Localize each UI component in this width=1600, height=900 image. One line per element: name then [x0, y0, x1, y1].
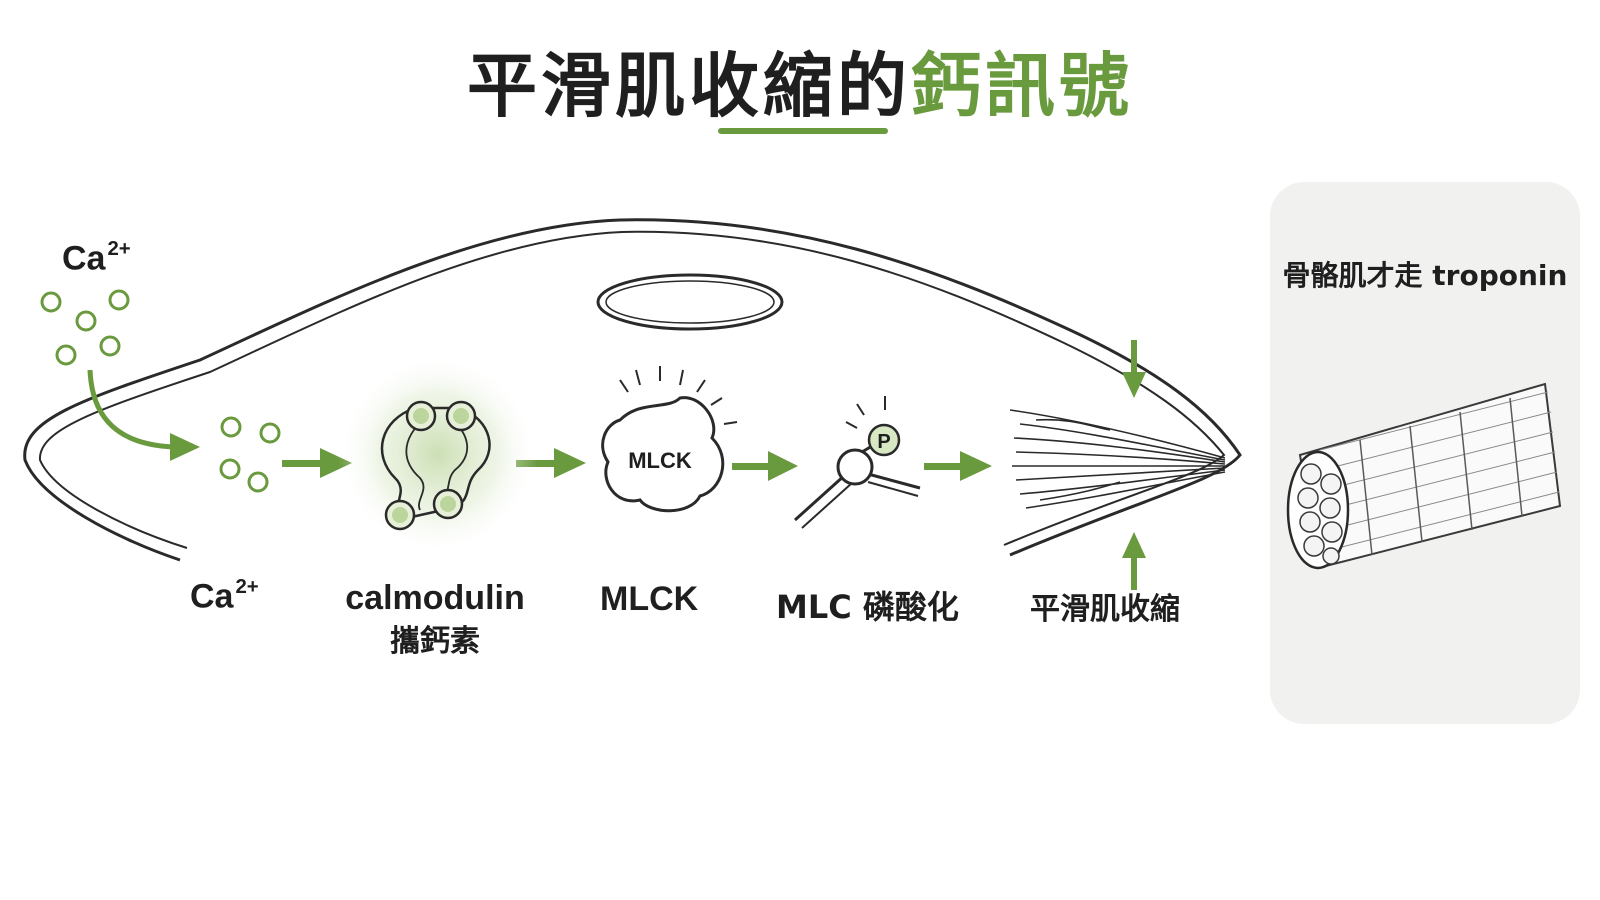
- ca-influx-label: Ca2+: [62, 238, 131, 278]
- ca-ion: [75, 310, 97, 332]
- phosphate-label: P: [877, 431, 890, 453]
- ca-ion: [99, 335, 121, 357]
- step-contraction-label: 平滑肌收縮: [1030, 592, 1180, 627]
- step-mlc-phosphorylation-label: MLC 磷酸化: [776, 588, 959, 626]
- ca-ion: [247, 471, 269, 493]
- ca-influx-arrow: [87, 369, 176, 450]
- step-calmodulin-label: calmodulin 攜鈣素: [345, 579, 525, 659]
- contractile-filaments: [1009, 409, 1226, 509]
- ca-ion: [220, 416, 242, 438]
- mlc-icon: [793, 444, 921, 529]
- mlck-inside-label: MLCK: [628, 448, 692, 473]
- mlck-activation-rays: [619, 366, 738, 425]
- myofibril-bundles: [1297, 463, 1343, 565]
- calmodulin-bound-ca: [384, 400, 477, 531]
- mlck-icon: [601, 366, 738, 513]
- phosphate-group: P: [845, 396, 901, 457]
- arrow-down-icon: [1122, 340, 1146, 398]
- title-main: 平滑肌收縮的: [467, 45, 911, 127]
- nucleus: [596, 273, 784, 331]
- intracellular-ca-ions: [219, 416, 281, 493]
- ca-ion: [55, 344, 77, 366]
- arrow-up-icon: [1122, 532, 1146, 590]
- smooth-muscle-cell: [23, 218, 1242, 562]
- extracellular-ca-ions: [40, 289, 130, 366]
- title-underline: [718, 128, 888, 134]
- title-accent: 鈣訊號: [911, 45, 1133, 127]
- ca-ion: [40, 291, 62, 313]
- step-ca-label: Ca2+: [190, 576, 259, 616]
- ca-ion: [219, 458, 241, 480]
- arrow-right-icon: [924, 451, 992, 481]
- calmodulin-glow: [338, 354, 538, 554]
- arrow-right-icon: [282, 448, 352, 478]
- side-panel-title: 骨骼肌才走 troponin: [1282, 259, 1568, 292]
- compression-arrows: [1122, 340, 1146, 590]
- arrow-right-icon: [732, 451, 798, 481]
- phosphate-rays: [845, 396, 886, 429]
- skeletal-muscle-fiber-icon: [1270, 182, 1580, 724]
- skeletal-muscle-side-panel: 骨骼肌才走 troponin: [1270, 182, 1580, 724]
- page-title: 平滑肌收縮的鈣訊號: [0, 30, 1600, 131]
- ca-ion: [108, 289, 130, 311]
- ca-ion: [259, 422, 281, 444]
- step-mlck-label: MLCK: [600, 580, 699, 618]
